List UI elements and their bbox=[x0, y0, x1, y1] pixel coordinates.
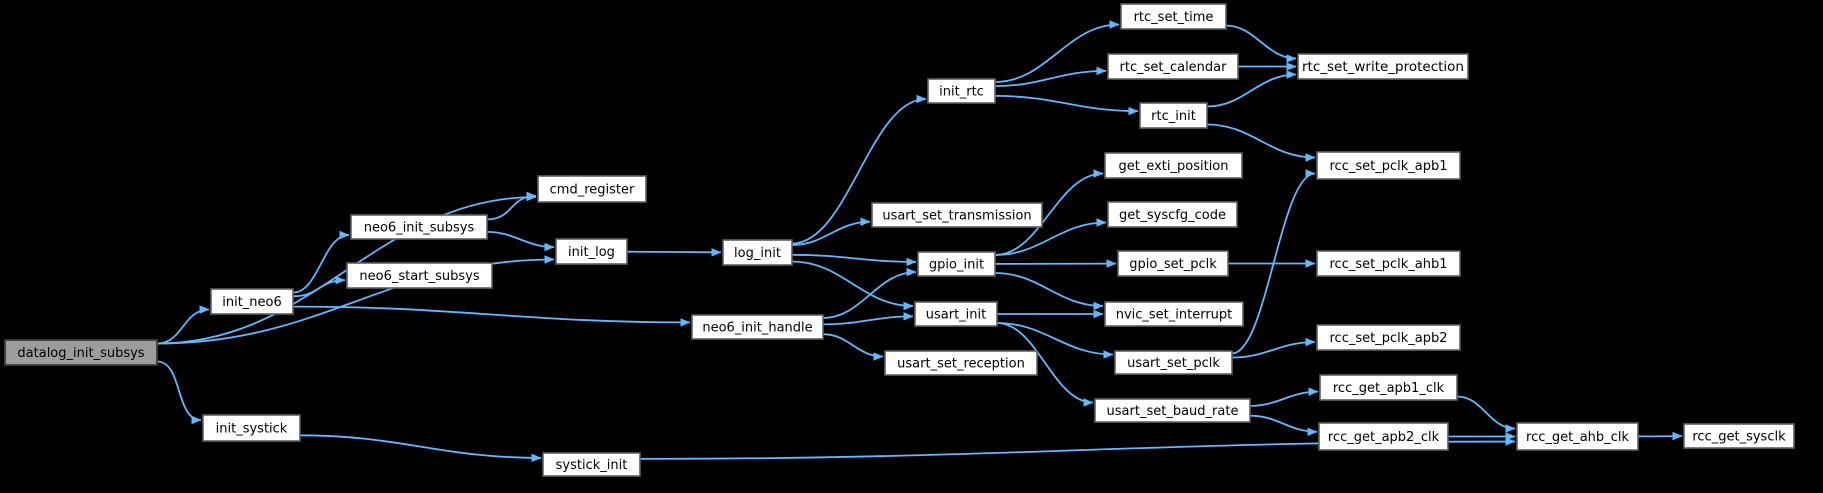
edge-rcc_get_apb1_clk-to-rcc_get_ahb_clk bbox=[1456, 395, 1516, 433]
edge-usart_set_baud_rate-to-rcc_get_apb1_clk bbox=[1249, 387, 1319, 407]
node-rtc_init[interactable]: rtc_init bbox=[1139, 102, 1208, 129]
node-init_systick[interactable]: init_systick bbox=[202, 414, 301, 442]
node-box[interactable] bbox=[927, 78, 996, 104]
edge-neo6_init_subsys-to-init_log bbox=[486, 231, 555, 252]
node-rcc_get_apb1_clk[interactable]: rcc_get_apb1_clk bbox=[1319, 374, 1458, 401]
edge-gpio_init-to-nvic_set_interrupt bbox=[994, 272, 1104, 311]
edge-usart_set_pclk-to-rcc_set_pclk_apb1 bbox=[1231, 169, 1316, 355]
edge-log_init-to-gpio_init bbox=[791, 253, 917, 267]
edge-init_neo6-to-neo6_init_subsys bbox=[292, 230, 350, 294]
node-box[interactable] bbox=[537, 175, 647, 203]
node-box[interactable] bbox=[1107, 53, 1239, 80]
edge-init_rtc-to-rtc_init bbox=[994, 95, 1139, 116]
node-usart_set_baud_rate[interactable]: usart_set_baud_rate bbox=[1094, 398, 1251, 423]
node-box[interactable] bbox=[1683, 423, 1795, 449]
node-box[interactable] bbox=[210, 288, 294, 315]
node-init_log[interactable]: init_log bbox=[555, 238, 628, 265]
node-box-highlighted[interactable] bbox=[4, 339, 158, 366]
node-datalog_init_subsys[interactable]: datalog_init_subsys bbox=[4, 339, 158, 366]
node-box[interactable] bbox=[1117, 250, 1229, 277]
edge-rtc_init-to-rtc_set_write_protection bbox=[1206, 70, 1297, 108]
node-nvic_set_interrupt[interactable]: nvic_set_interrupt bbox=[1104, 301, 1244, 327]
edge-neo6_init_handle-to-usart_set_reception bbox=[822, 333, 884, 361]
node-box[interactable] bbox=[884, 350, 1038, 376]
node-usart_set_transmission[interactable]: usart_set_transmission bbox=[871, 202, 1043, 228]
node-rtc_set_time[interactable]: rtc_set_time bbox=[1120, 3, 1227, 30]
edge-init_rtc-to-rtc_set_calendar bbox=[994, 66, 1107, 87]
node-box[interactable] bbox=[1297, 53, 1469, 80]
node-rcc_get_sysclk[interactable]: rcc_get_sysclk bbox=[1683, 423, 1795, 449]
node-neo6_init_handle[interactable]: neo6_init_handle bbox=[691, 314, 824, 340]
node-box[interactable] bbox=[1316, 151, 1461, 180]
node-box[interactable] bbox=[1319, 374, 1458, 401]
node-box[interactable] bbox=[1316, 324, 1461, 351]
node-box[interactable] bbox=[346, 262, 493, 289]
edge-log_init-to-init_rtc bbox=[791, 94, 927, 245]
node-box[interactable] bbox=[914, 301, 998, 327]
node-log_init[interactable]: log_init bbox=[722, 239, 793, 266]
edge-usart_init-to-usart_set_pclk bbox=[996, 322, 1114, 359]
node-box[interactable] bbox=[202, 414, 301, 442]
node-rcc_get_apb2_clk[interactable]: rcc_get_apb2_clk bbox=[1318, 422, 1449, 451]
node-box[interactable] bbox=[1318, 422, 1449, 451]
node-rtc_set_write_protection[interactable]: rtc_set_write_protection bbox=[1297, 53, 1469, 80]
node-usart_set_pclk[interactable]: usart_set_pclk bbox=[1114, 350, 1233, 375]
node-box[interactable] bbox=[1114, 350, 1233, 375]
edge-init_systick-to-systick_init bbox=[299, 434, 542, 463]
edge-usart_set_baud_rate-to-rcc_get_apb2_clk bbox=[1249, 414, 1318, 437]
node-gpio_init[interactable]: gpio_init bbox=[917, 251, 996, 277]
edge-init_log-to-log_init bbox=[626, 248, 722, 257]
edge-log_init-to-usart_init bbox=[791, 260, 914, 311]
edge-neo6_init_handle-to-usart_init bbox=[822, 312, 914, 326]
node-systick_init[interactable]: systick_init bbox=[542, 452, 641, 477]
node-box[interactable] bbox=[691, 314, 824, 340]
edge-rtc_init-to-rcc_set_pclk_apb1 bbox=[1206, 123, 1316, 162]
edge-neo6_init_subsys-to-cmd_register bbox=[486, 191, 537, 221]
node-box[interactable] bbox=[542, 452, 641, 477]
edge-datalog_init_subsys-to-init_systick bbox=[156, 360, 202, 425]
node-usart_init[interactable]: usart_init bbox=[914, 301, 998, 327]
node-cmd_register[interactable]: cmd_register bbox=[537, 175, 647, 203]
node-box[interactable] bbox=[1316, 250, 1461, 277]
node-rcc_set_pclk_apb2[interactable]: rcc_set_pclk_apb2 bbox=[1316, 324, 1461, 351]
node-box[interactable] bbox=[871, 202, 1043, 228]
node-usart_set_reception[interactable]: usart_set_reception bbox=[884, 350, 1038, 376]
edge-rtc_set_time-to-rtc_set_write_protection bbox=[1225, 24, 1297, 63]
node-box[interactable] bbox=[1107, 201, 1238, 228]
node-rcc_set_pclk_apb1[interactable]: rcc_set_pclk_apb1 bbox=[1316, 151, 1461, 180]
edge-init_neo6-to-neo6_start_subsys bbox=[292, 275, 346, 298]
edge-log_init-to-usart_set_transmission bbox=[791, 217, 871, 246]
edge-init_neo6-to-neo6_init_handle bbox=[292, 305, 691, 327]
node-neo6_init_subsys[interactable]: neo6_init_subsys bbox=[350, 214, 488, 240]
node-get_syscfg_code[interactable]: get_syscfg_code bbox=[1107, 201, 1238, 228]
node-box[interactable] bbox=[1094, 398, 1251, 423]
node-box[interactable] bbox=[722, 239, 793, 266]
node-box[interactable] bbox=[917, 251, 996, 277]
node-init_neo6[interactable]: init_neo6 bbox=[210, 288, 294, 315]
node-box[interactable] bbox=[350, 214, 488, 240]
node-init_rtc[interactable]: init_rtc bbox=[927, 78, 996, 104]
node-get_exti_position[interactable]: get_exti_position bbox=[1104, 152, 1243, 179]
node-rcc_get_ahb_clk[interactable]: rcc_get_ahb_clk bbox=[1516, 422, 1639, 451]
edge-gpio_init-to-get_exti_position bbox=[994, 169, 1104, 256]
node-box[interactable] bbox=[1120, 3, 1227, 30]
node-rtc_set_calendar[interactable]: rtc_set_calendar bbox=[1107, 53, 1239, 80]
edge-usart_set_pclk-to-rcc_set_pclk_apb2 bbox=[1231, 337, 1316, 359]
node-gpio_set_pclk[interactable]: gpio_set_pclk bbox=[1117, 250, 1229, 277]
node-box[interactable] bbox=[1104, 301, 1244, 327]
node-box[interactable] bbox=[1104, 152, 1243, 179]
node-box[interactable] bbox=[555, 238, 628, 265]
node-box[interactable] bbox=[1516, 422, 1639, 451]
edge-init_rtc-to-rtc_set_time bbox=[994, 20, 1120, 83]
edge-neo6_init_handle-to-gpio_init bbox=[822, 267, 917, 319]
node-neo6_start_subsys[interactable]: neo6_start_subsys bbox=[346, 262, 493, 289]
edge-datalog_init_subsys-to-init_neo6 bbox=[156, 305, 210, 345]
edge-gpio_init-to-get_syscfg_code bbox=[994, 218, 1107, 256]
nodes-layer: datalog_init_subsys init_neo6 init_systick… bbox=[4, 3, 1795, 477]
node-rcc_set_pclk_ahb1[interactable]: rcc_set_pclk_ahb1 bbox=[1316, 250, 1461, 277]
node-box[interactable] bbox=[1139, 102, 1208, 129]
edge-usart_init-to-usart_set_baud_rate bbox=[996, 322, 1094, 407]
